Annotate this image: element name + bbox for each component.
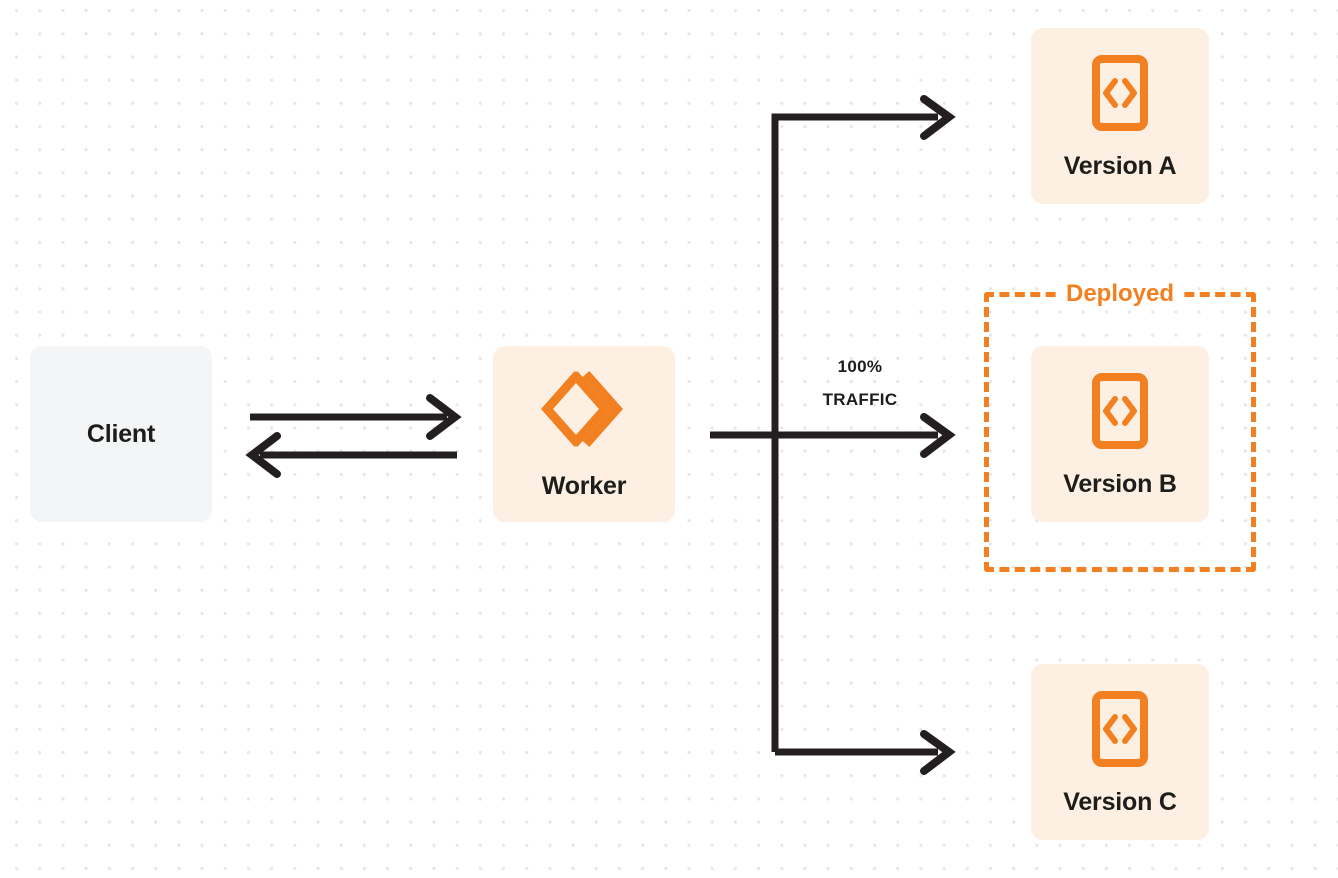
node-version-c-label: Version C [1063,787,1177,816]
code-file-icon [1091,54,1149,132]
edge-worker-to-version-b [710,413,956,458]
traffic-split-label: 100% TRAFFIC [790,350,930,416]
edge-client-to-worker [250,394,462,440]
edge-worker-to-client [245,432,457,478]
node-version-b-label: Version B [1063,469,1177,498]
group-deployed-label: Deployed [1055,282,1185,306]
node-version-a-label: Version A [1063,151,1177,180]
node-client-label: Client [86,419,156,448]
node-worker-label: Worker [541,471,627,500]
edge-worker-to-version-a-arrow [920,95,956,140]
node-worker[interactable]: Worker [493,346,675,522]
edge-trunk [771,113,938,756]
traffic-percent: 100% [837,357,883,376]
edge-worker-to-version-c-arrow [920,730,956,775]
traffic-caption: TRAFFIC [822,390,898,410]
node-client[interactable]: Client [30,346,212,522]
group-deployed: Deployed [984,282,1256,572]
node-version-a[interactable]: Version A [1031,28,1209,204]
node-version-c[interactable]: Version C [1031,664,1209,840]
code-file-icon [1091,372,1149,450]
code-file-icon [1091,690,1149,768]
cloudflare-workers-icon [540,370,627,448]
node-version-b[interactable]: Version B [1031,346,1209,522]
